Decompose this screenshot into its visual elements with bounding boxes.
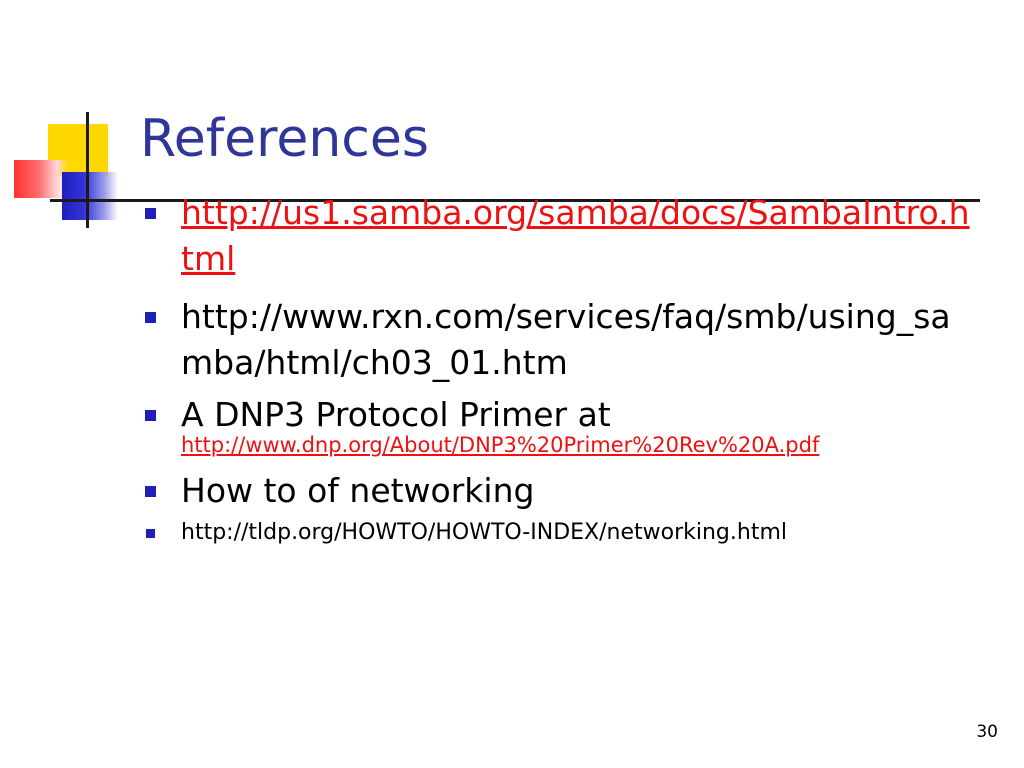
decor-horizontal-line <box>50 199 980 202</box>
dnp3-primer-link[interactable]: http://www.dnp.org/About/DNP3%20Primer%2… <box>181 433 820 457</box>
list-item: http://tldp.org/HOWTO/HOWTO-INDEX/networ… <box>142 518 992 548</box>
dnp3-primer-text: A DNP3 Protocol Primer at <box>181 395 611 434</box>
square-bullet-icon <box>145 486 156 497</box>
list-item: A DNP3 Protocol Primer at http://www.dnp… <box>142 392 992 458</box>
list-item: How to of networking <box>142 468 992 514</box>
square-bullet-icon <box>145 410 156 421</box>
list-item: http://www.rxn.com/services/faq/smb/usin… <box>142 294 992 386</box>
networking-howto-text: How to of networking <box>181 471 535 510</box>
reference-list: http://us1.samba.org/samba/docs/SambaInt… <box>142 190 992 548</box>
square-bullet-icon <box>146 529 155 538</box>
list-item: http://us1.samba.org/samba/docs/SambaInt… <box>142 190 992 282</box>
decor-red-square <box>14 160 68 198</box>
decor-vertical-line <box>86 112 89 228</box>
square-bullet-icon <box>145 208 156 219</box>
samba-intro-link[interactable]: http://us1.samba.org/samba/docs/SambaInt… <box>181 193 970 278</box>
page-number: 30 <box>976 722 998 742</box>
tldp-networking-url: http://tldp.org/HOWTO/HOWTO-INDEX/networ… <box>181 520 787 545</box>
decor-blue-square <box>62 172 118 220</box>
rxn-samba-url: http://www.rxn.com/services/faq/smb/usin… <box>181 297 951 382</box>
square-bullet-icon <box>145 312 156 323</box>
slide-title: References <box>140 109 429 169</box>
